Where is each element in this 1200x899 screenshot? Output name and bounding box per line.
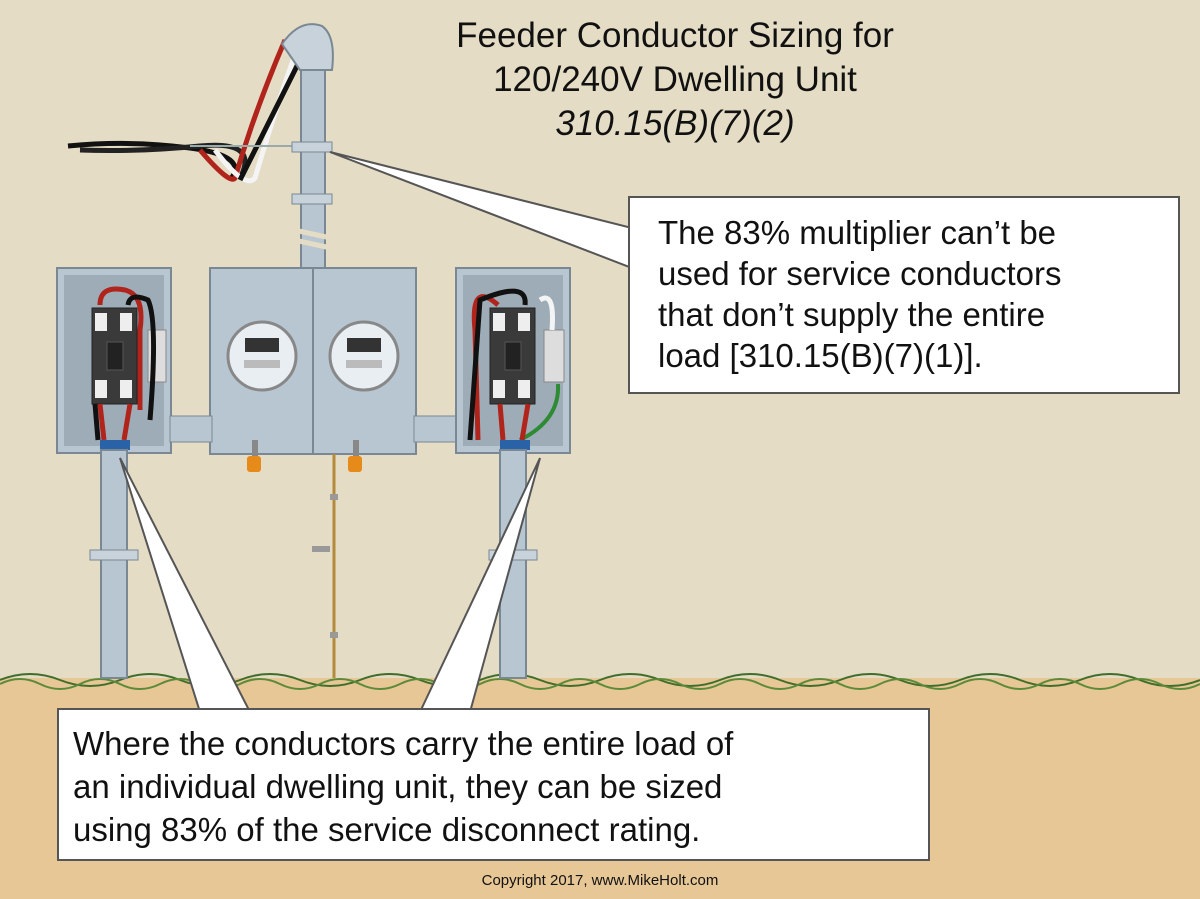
callout-top-line: load [310.15(B)(7)(1)]. — [658, 337, 983, 374]
right-disconnect-panel — [455, 267, 571, 454]
left-disconnect-panel — [56, 267, 172, 454]
electric-meter-icon — [226, 320, 298, 392]
weatherhead-icon — [280, 23, 341, 271]
callout-bottom: Where the conductors carry the entire lo… — [57, 708, 930, 861]
callout-bottom-line: Where the conductors carry the entire lo… — [73, 725, 734, 762]
left-conduit-strap — [89, 549, 139, 561]
callout-bottom-line: an individual dwelling unit, they can be… — [73, 768, 723, 805]
circuit-breaker-icon — [489, 307, 536, 405]
meter-enclosure — [169, 267, 459, 472]
callout-bottom-line: using 83% of the service disconnect rati… — [73, 811, 701, 848]
title-code-reference: 310.15(B)(7)(2) — [555, 104, 795, 143]
callout-top: The 83% multiplier can’t be used for ser… — [628, 196, 1180, 394]
callout-top-line: used for service conductors — [658, 255, 1062, 292]
callout-top-line: The 83% multiplier can’t be — [658, 214, 1057, 251]
callout-top-line: that don’t supply the entire — [658, 296, 1046, 333]
ground-rod-icon — [312, 454, 338, 678]
left-conduit — [100, 449, 128, 679]
diagram-title: Feeder Conductor Sizing for 120/240V Dwe… — [330, 14, 1020, 146]
title-line-1: Feeder Conductor Sizing for — [456, 16, 894, 55]
electric-meter-icon — [328, 320, 400, 392]
title-line-2: 120/240V Dwelling Unit — [493, 60, 857, 99]
circuit-breaker-icon — [91, 307, 138, 405]
copyright-notice: Copyright 2017, www.MikeHolt.com — [481, 872, 719, 889]
